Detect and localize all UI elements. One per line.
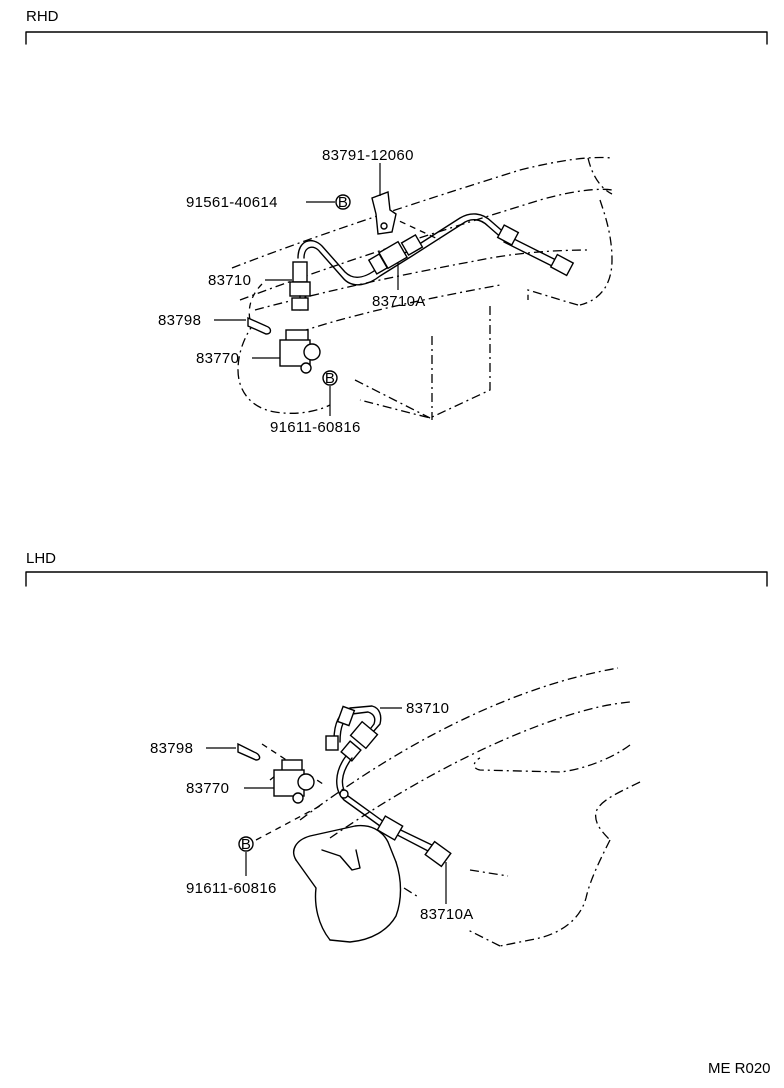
rhd-bolt-marker-lower: B <box>322 370 338 387</box>
lhd-body-outline <box>255 667 641 947</box>
label-rhd-bracket: 83791-12060 <box>322 147 414 164</box>
label-rhd-clip: 83798 <box>158 312 201 329</box>
rhd-body-outline <box>231 156 613 420</box>
label-rhd-bolt-upper: 91561-40614 <box>186 194 278 211</box>
rhd-adapter <box>279 329 321 374</box>
svg-text:B: B <box>338 194 348 211</box>
label-rhd-bolt-lower: 91611-60816 <box>270 419 361 436</box>
section-title-lhd: LHD <box>26 550 56 567</box>
label-lhd-clip: 83798 <box>150 740 193 757</box>
label-rhd-adapter: 83770 <box>196 350 239 367</box>
lhd-adapter <box>273 759 315 804</box>
rhd-bolt-marker-upper: B <box>335 194 351 211</box>
label-rhd-cable-a: 83710A <box>372 293 426 310</box>
lhd-cable-assembly <box>325 705 452 868</box>
label-lhd-bolt: 91611-60816 <box>186 880 277 897</box>
svg-text:B: B <box>325 370 335 387</box>
label-lhd-cable-a: 83710A <box>420 906 474 923</box>
section-bracket-rhd <box>25 31 768 45</box>
svg-text:B: B <box>241 836 251 853</box>
footer-code: ME R020 <box>708 1060 771 1077</box>
lhd-bolt-marker: B <box>238 836 254 853</box>
label-rhd-hose: 83710 <box>208 272 251 289</box>
rhd-bracket <box>371 191 397 235</box>
rhd-clip <box>247 316 272 335</box>
rhd-cable-assembly <box>289 213 575 311</box>
label-lhd-hose: 83710 <box>406 700 449 717</box>
lhd-clip <box>237 742 261 761</box>
label-lhd-adapter: 83770 <box>186 780 229 797</box>
section-title-rhd: RHD <box>26 8 59 25</box>
section-bracket-lhd <box>25 571 768 587</box>
